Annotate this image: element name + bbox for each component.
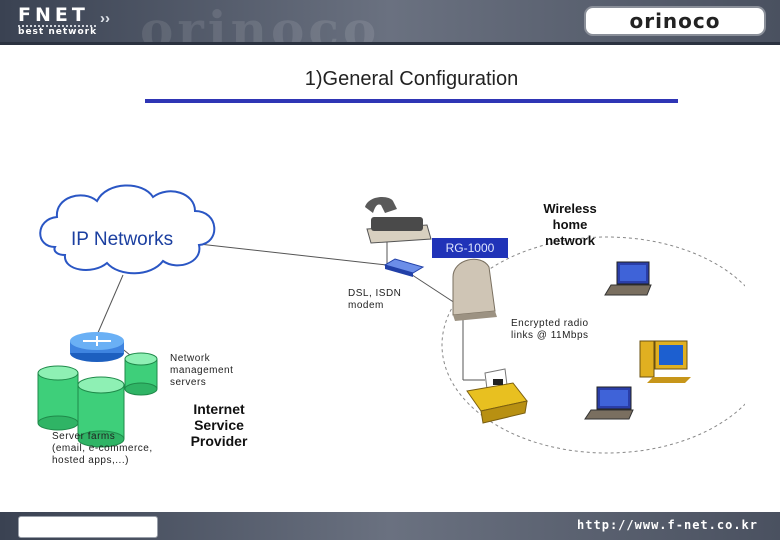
modem-label-line-2: modem xyxy=(348,300,384,311)
server-cylinder-icon xyxy=(124,352,158,396)
wireless-home-network-label: Wireless home network xyxy=(530,201,610,249)
orinoco-logo-box: orinoco xyxy=(584,6,766,36)
orinoco-logo: orinoco xyxy=(629,9,721,33)
radio-label-line-2: links @ 11Mbps xyxy=(511,330,589,341)
radio-label-line-1: Encrypted radio xyxy=(511,318,589,329)
laptop-icon xyxy=(584,386,634,420)
nms-label-line-3: servers xyxy=(170,377,207,388)
fnet-logo: FNET xyxy=(18,4,89,26)
farm-label-line-3: hosted apps,...) xyxy=(52,455,129,466)
farm-label-line-1: Server farms xyxy=(52,431,116,442)
header-watermark: orinoco xyxy=(140,0,381,59)
modem-icon xyxy=(383,258,425,277)
fnet-logo-subtitle: best network xyxy=(18,27,98,37)
header-divider xyxy=(0,42,780,45)
access-point-icon xyxy=(452,258,497,321)
nms-label-line-2: management xyxy=(170,365,234,376)
laptop-icon xyxy=(604,261,652,296)
isp-label: Internet Service Provider xyxy=(179,401,259,449)
isp-label-line-2: Service xyxy=(194,417,244,433)
server-cylinder-icon xyxy=(77,376,125,448)
diagram-canvas xyxy=(37,184,745,454)
network-management-servers-label: Network management servers xyxy=(170,353,233,389)
server-farms-label: Server farms (email, e-commerce, hosted … xyxy=(52,431,153,467)
router-icon xyxy=(70,332,124,362)
isp-label-line-3: Provider xyxy=(190,433,248,449)
line-cloud-modem xyxy=(189,242,388,266)
isp-label-line-1: Internet xyxy=(193,401,245,417)
desktop-icon xyxy=(639,340,691,383)
logo-dots-divider xyxy=(18,25,96,29)
network-diagram: IP Networks RG-1000 Wireless home networ… xyxy=(35,155,745,467)
line-cloud-router xyxy=(96,274,124,336)
footer-bar: http://www.f-net.co.kr xyxy=(0,512,780,540)
ip-networks-label: IP Networks xyxy=(71,229,174,250)
server-cylinder-icon xyxy=(37,365,79,431)
wireless-label-line-1: Wireless xyxy=(543,201,597,216)
nms-label-line-1: Network xyxy=(170,353,211,364)
wireless-label-line-2: home xyxy=(552,217,588,232)
page-title: 1)General Configuration xyxy=(304,68,519,90)
printer-icon xyxy=(466,368,528,424)
wireless-label-line-3: network xyxy=(545,233,595,248)
phone-icon xyxy=(365,197,432,244)
radio-links-label: Encrypted radio links @ 11Mbps xyxy=(511,318,589,342)
cloud-icon xyxy=(39,184,216,275)
logo-arrows-icon: ›› xyxy=(100,10,110,27)
wireless-range-ellipse xyxy=(441,236,745,454)
modem-label: DSL, ISDN modem xyxy=(348,288,401,312)
modem-label-line-1: DSL, ISDN xyxy=(348,288,402,299)
rg-1000-label: RG-1000 xyxy=(432,238,508,258)
title-underline xyxy=(145,99,678,103)
farm-label-line-2: (email, e-commerce, xyxy=(52,443,153,454)
header-bar: orinoco FNET ›› best network orinoco xyxy=(0,0,780,59)
footer-url: http://www.f-net.co.kr xyxy=(577,518,758,532)
footer-input-box xyxy=(18,516,158,538)
